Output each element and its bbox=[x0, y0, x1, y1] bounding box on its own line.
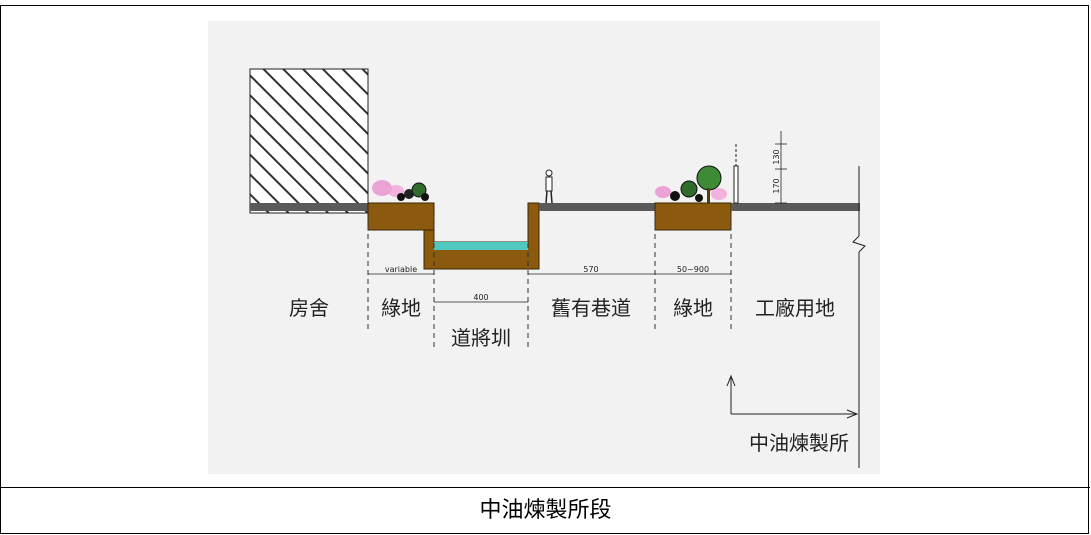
fence-post bbox=[733, 144, 739, 204]
figure-caption: 中油煉製所段 bbox=[479, 498, 612, 523]
green-left-soil bbox=[367, 202, 435, 231]
factory-ground bbox=[731, 203, 860, 211]
dim-lane-width: 570 bbox=[583, 265, 598, 274]
zone-separators bbox=[367, 216, 732, 351]
house-building bbox=[249, 68, 369, 214]
green-right-soil bbox=[654, 202, 732, 231]
zone-label-ditch: 道將圳 bbox=[451, 326, 511, 350]
dim-height-upper: 130 bbox=[772, 149, 781, 164]
plants-left bbox=[372, 180, 429, 201]
zone-label-house: 房舍 bbox=[289, 296, 329, 320]
height-dimension: 130 170 bbox=[772, 131, 787, 204]
width-dimensions bbox=[368, 273, 731, 303]
zone-label-green-right: 綠地 bbox=[673, 296, 713, 320]
dim-height-lower: 170 bbox=[772, 178, 781, 193]
caption-divider bbox=[1, 487, 1090, 488]
old-lane-road bbox=[539, 203, 655, 211]
house-ground bbox=[250, 203, 368, 211]
dim-ditch-width: 400 bbox=[473, 293, 488, 302]
zone-label-old-lane: 舊有巷道 bbox=[551, 296, 631, 320]
dim-green-left-width: variable bbox=[385, 265, 417, 274]
ditch-water bbox=[434, 242, 528, 250]
cross-section-diagram: 130 170 variable 400 570 50~900 bbox=[208, 21, 880, 474]
boundary-line bbox=[852, 166, 866, 468]
zone-label-factory: 工廠用地 bbox=[755, 296, 835, 320]
dim-green-right-width: 50~900 bbox=[677, 265, 709, 274]
zone-label-green-left: 綠地 bbox=[381, 296, 421, 320]
ownership-arrow bbox=[726, 374, 859, 419]
plants-right bbox=[655, 165, 727, 203]
pedestrian-figure bbox=[545, 169, 553, 204]
figure-frame: 130 170 variable 400 570 50~900 bbox=[0, 5, 1090, 534]
owner-label: 中油煉製所 bbox=[749, 431, 849, 455]
